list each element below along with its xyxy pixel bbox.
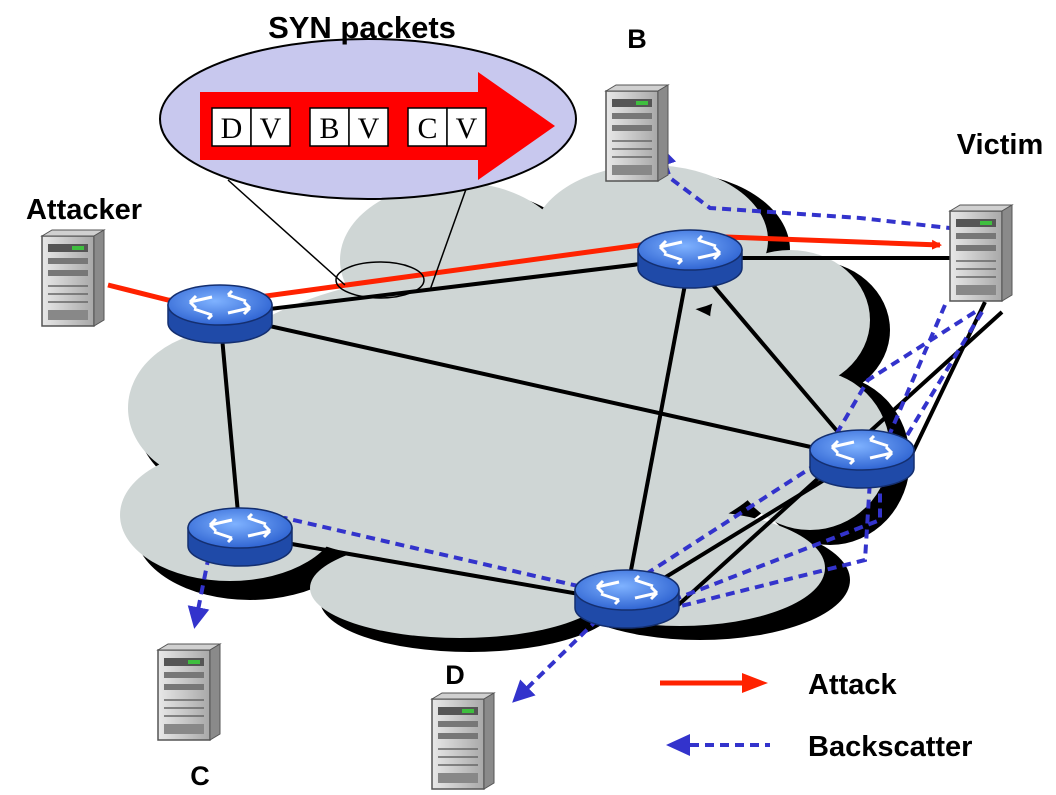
callout-lines [227, 177, 471, 299]
packet-dst-cell [250, 107, 291, 147]
packet-src-cell [309, 107, 350, 147]
packet-src-cell [407, 107, 448, 147]
packet-dst-label: V [260, 112, 282, 145]
packet-src-label: C [417, 112, 437, 145]
router-icon [636, 228, 744, 290]
legend: Attack Backscatter [660, 669, 972, 763]
legend-attack-swatch [660, 673, 768, 693]
packet-dst-cell [348, 107, 389, 147]
packet-src-label: B [319, 112, 339, 145]
packet-dst-label: V [456, 112, 478, 145]
legend-backscatter-label: Backscatter [808, 731, 972, 763]
node-label-b: B [627, 24, 647, 54]
legend-attack-label: Attack [808, 669, 898, 701]
c-server-icon [157, 643, 221, 741]
router-icon [186, 506, 294, 568]
node-label-attacker: Attacker [26, 194, 142, 226]
b-server-icon [605, 84, 669, 182]
node-label-victim: Victim [957, 129, 1044, 161]
node-label-c: C [190, 761, 210, 791]
packet-src-label: D [221, 112, 243, 145]
victim-server-icon [949, 204, 1013, 302]
d-server-icon [431, 692, 495, 790]
syn-packets-title: SYN packets [268, 10, 456, 45]
router-icon [166, 283, 274, 345]
packet-dst-cell [446, 107, 487, 147]
attacker-server-icon [41, 229, 105, 327]
node-label-d: D [445, 660, 465, 690]
router-icon [573, 568, 681, 630]
packet-dst-label: V [358, 112, 380, 145]
attack-path [107, 233, 942, 305]
router-icon [808, 428, 916, 490]
legend-backscatter-swatch [666, 734, 770, 756]
